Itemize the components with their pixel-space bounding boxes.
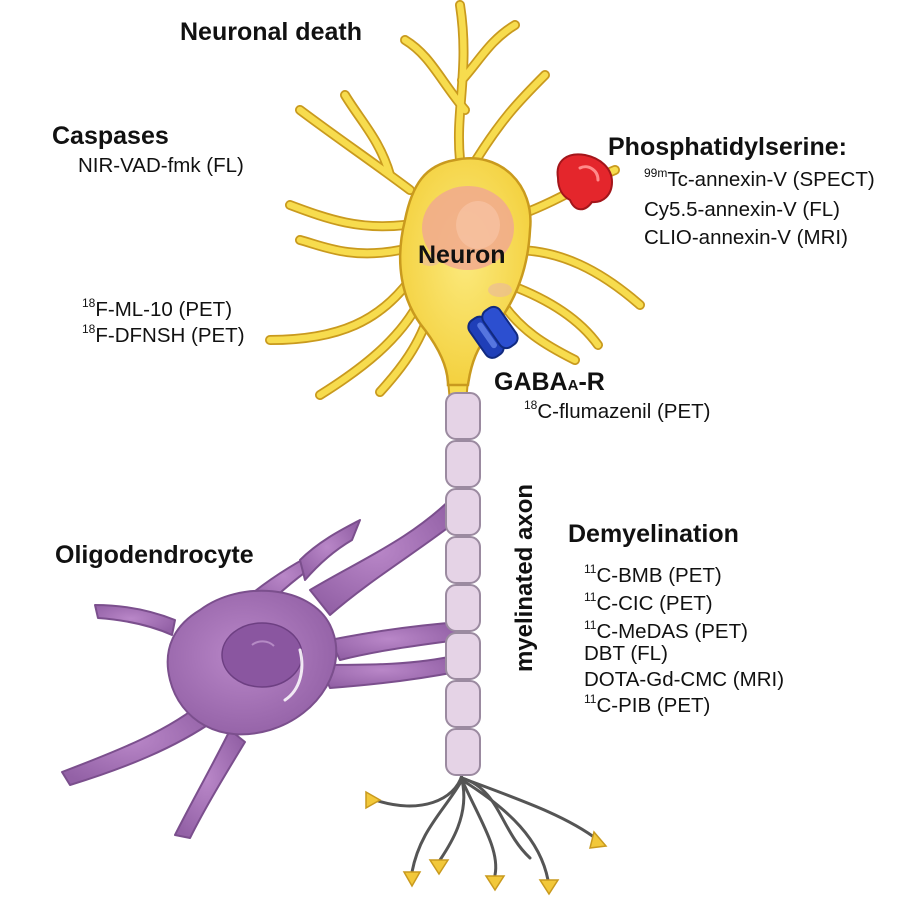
- gaba-receptor-probe: 18C-flumazenil (PET): [524, 398, 711, 423]
- phosphatidylserine-probe-2: Cy5.5-annexin-V (FL): [644, 198, 840, 221]
- neuron-cell: [265, 0, 645, 400]
- demyelination-probe-4: DBT (FL): [584, 642, 668, 665]
- axon-label-box: myelinated axon: [510, 435, 540, 720]
- phosphatidylserine-heading: Phosphatidylserine:: [608, 133, 847, 161]
- demyelination-probe-2: 11C-CIC (PET): [584, 590, 713, 615]
- diagram-title: Neuronal death: [180, 18, 362, 46]
- myelin-sheath: [445, 392, 481, 776]
- axon-terminals: [373, 773, 600, 882]
- membrane-probe-1: 18F-ML-10 (PET): [82, 296, 233, 321]
- phosphatidylserine-probe-1: 99mTc-annexin-V (SPECT): [644, 166, 875, 191]
- demyelination-probe-1: 11C-BMB (PET): [584, 562, 722, 587]
- caspases-probe: NIR-VAD-fmk (FL): [78, 154, 244, 177]
- demyelination-probe-5: DOTA-Gd-CMC (MRI): [584, 668, 785, 691]
- annexin-receptor-icon: [556, 153, 614, 211]
- caspases-heading: Caspases: [52, 122, 169, 150]
- gaba-receptor-heading: GABAA-R: [494, 368, 605, 396]
- oligodendrocyte-cell: [61, 494, 461, 839]
- phosphatidylserine-probe-3: CLIO-annexin-V (MRI): [644, 226, 848, 249]
- oligodendrocyte-nucleus: [221, 622, 303, 688]
- demyelination-probe-3: 11C-MeDAS (PET): [584, 618, 748, 643]
- demyelination-probe-6: 11C-PIB (PET): [584, 692, 711, 717]
- neuron-label: Neuron: [418, 241, 506, 269]
- gaba-receptor-icon: [467, 305, 519, 359]
- oligodendrocyte-label: Oligodendrocyte: [55, 541, 254, 569]
- myelinated-axon-label: myelinated axon: [511, 483, 538, 672]
- terminal-boutons: [365, 790, 608, 896]
- membrane-probe-2: 18F-DFNSH (PET): [82, 322, 245, 347]
- demyelination-heading: Demyelination: [568, 520, 739, 548]
